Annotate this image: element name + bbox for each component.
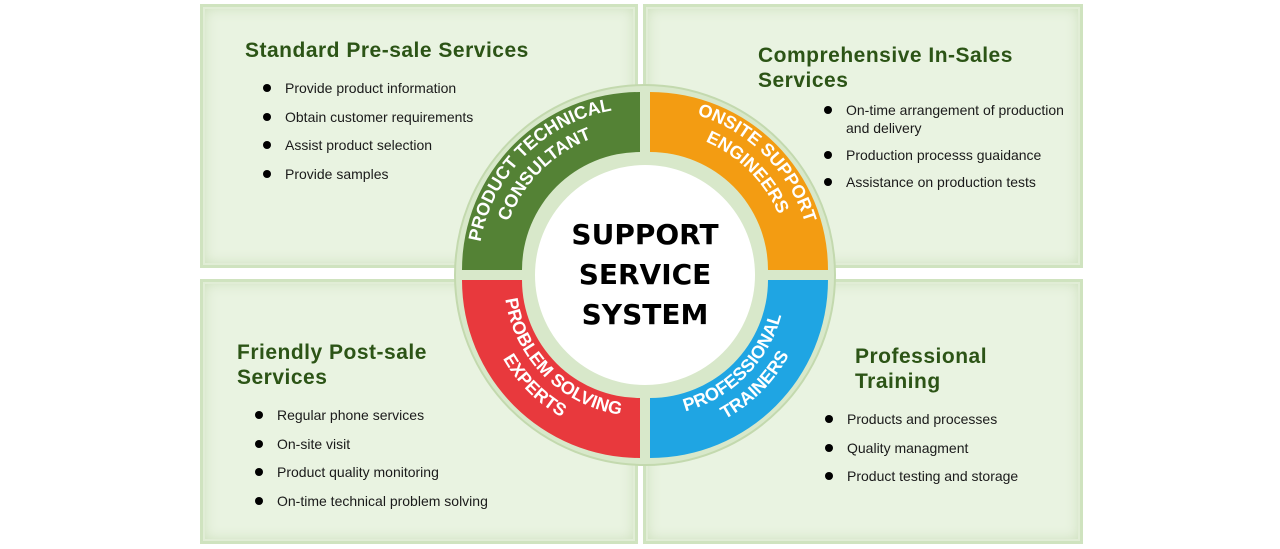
bullet-icon — [824, 106, 832, 114]
list-item: On-time arrangement of production and de… — [824, 101, 1064, 137]
post-sale-title: Friendly Post-sale Services — [237, 341, 427, 389]
list-item: Assistance on production tests — [824, 173, 1064, 191]
list-item-text: Obtain customer requirements — [285, 108, 474, 125]
segment-tl — [462, 92, 640, 270]
segment-bl — [462, 280, 640, 458]
bullet-icon — [825, 443, 833, 452]
list-item-text: Assistance on production tests — [846, 174, 1036, 190]
list-item-text: Regular phone services — [277, 407, 425, 423]
bullet-icon — [255, 496, 263, 505]
bullet-icon — [263, 141, 271, 149]
list-item-text: On-time technical problem solving — [277, 492, 488, 509]
segment-tr — [650, 92, 828, 270]
bullet-icon — [824, 178, 832, 186]
list-item-text: Quality managment — [847, 439, 969, 456]
bullet-icon — [255, 439, 263, 448]
list-item-text: Provide samples — [285, 165, 389, 182]
center-line-3: SYSTEM — [582, 298, 709, 331]
list-item: Provide samples — [263, 165, 473, 183]
list-item: On-time technical problem solving — [255, 492, 488, 510]
list-item: On-site visit — [255, 435, 488, 453]
list-item: Quality managment — [825, 439, 1018, 457]
list-item-text: Product testing and storage — [847, 468, 1019, 484]
bullet-icon — [255, 411, 263, 419]
training-title: Professional Training — [855, 345, 988, 393]
list-item: Product testing and storage — [825, 467, 1018, 485]
list-item-text: On-site visit — [277, 435, 351, 452]
bullet-icon — [263, 112, 271, 121]
bullet-icon — [263, 169, 271, 178]
bullet-icon — [263, 84, 271, 92]
list-item: Products and processes — [825, 410, 1018, 428]
bullet-icon — [255, 468, 263, 476]
list-item: Obtain customer requirements — [263, 108, 473, 126]
center-line-1: SUPPORT — [571, 218, 718, 251]
list-item-text: Production processs guaidance — [846, 147, 1042, 163]
in-sales-list: On-time arrangement of production and de… — [824, 101, 1064, 200]
pre-sale-title: Standard Pre-sale Services — [245, 39, 529, 62]
in-sales-title: Comprehensive In-Sales Services — [758, 44, 1013, 92]
list-item: Production processs guaidance — [824, 146, 1064, 164]
list-item: Product quality monitoring — [255, 463, 488, 481]
bullet-icon — [825, 415, 833, 423]
list-item: Provide product information — [263, 79, 473, 97]
bullet-icon — [824, 151, 832, 159]
list-item: Assist product selection — [263, 136, 473, 154]
list-item-text: Product quality monitoring — [277, 464, 439, 480]
list-item-text: Provide product information — [285, 80, 457, 96]
list-item-text: Products and processes — [847, 411, 998, 427]
bullet-icon — [825, 472, 833, 480]
list-item: Regular phone services — [255, 406, 488, 424]
list-item-text: On-time arrangement of production and de… — [846, 102, 1064, 136]
segment-br — [650, 280, 828, 458]
center-line-2: SERVICE — [579, 258, 712, 291]
center-circle — [529, 159, 761, 391]
list-item-text: Assist product selection — [285, 137, 433, 153]
